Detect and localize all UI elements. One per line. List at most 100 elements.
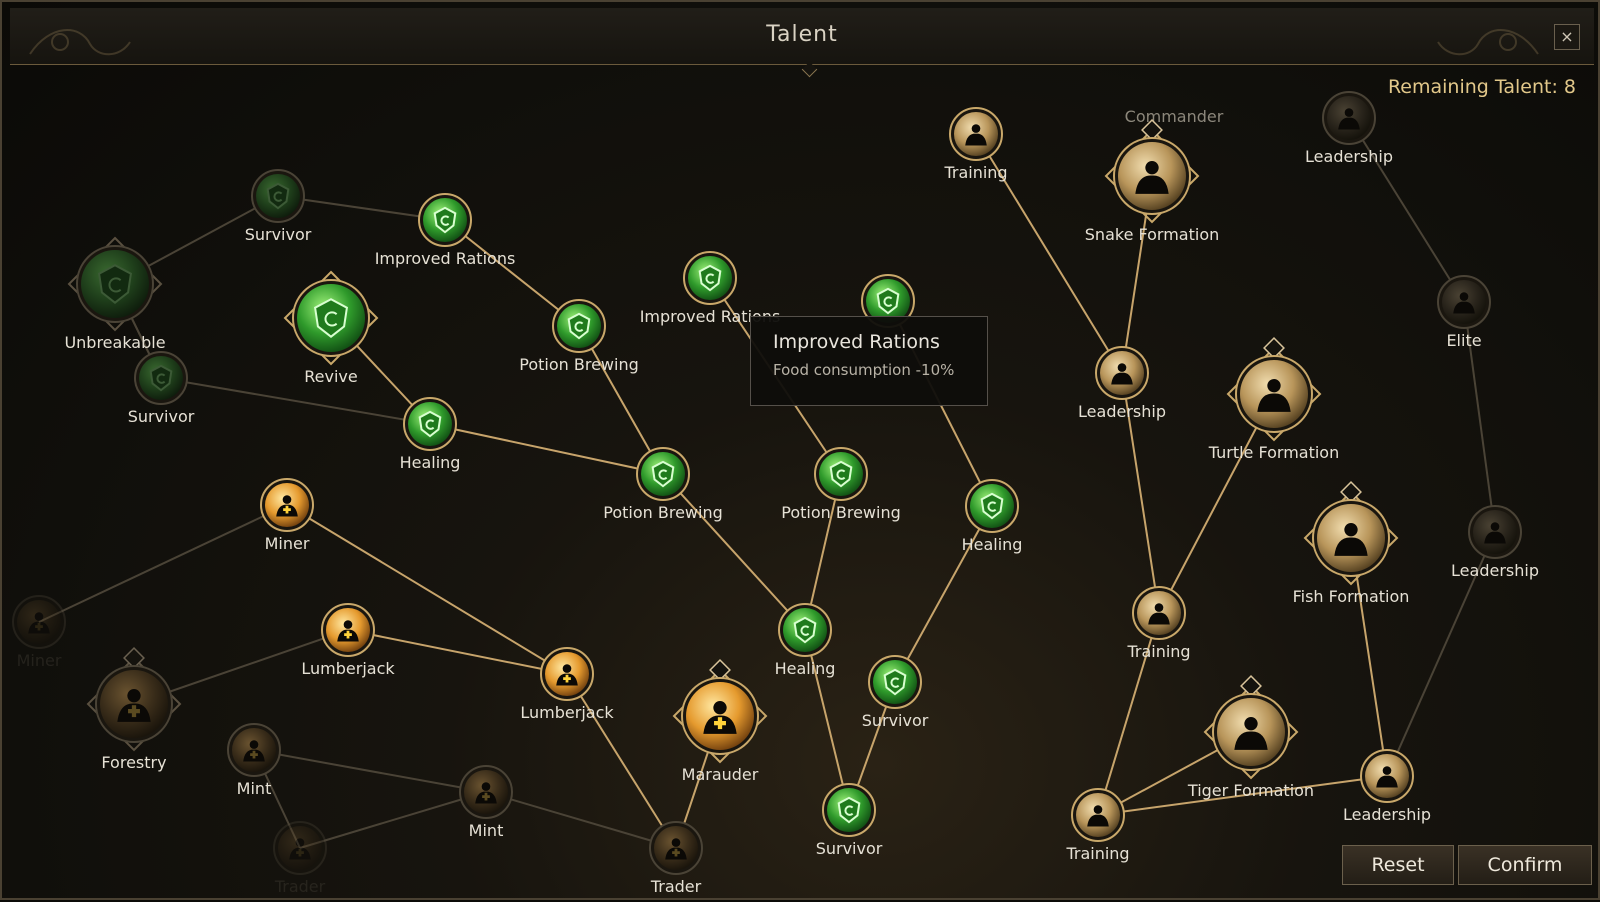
talent-node-leadership-3[interactable]: Leadership — [1451, 505, 1539, 580]
tooltip-title: Improved Rations — [773, 331, 940, 353]
talent-node-leadership-4[interactable]: Leadership — [1343, 749, 1431, 824]
shield-icon — [837, 796, 861, 824]
soldier-icon — [1234, 731, 1268, 750]
node-marker — [123, 647, 145, 669]
talent-node-mint-2[interactable]: Mint — [459, 765, 513, 840]
talent-node-survivor-4[interactable]: Survivor — [816, 783, 883, 858]
talent-label: Mint — [237, 779, 272, 798]
talent-label: Healing — [962, 535, 1023, 554]
talent-link — [444, 219, 580, 327]
remaining-talent-label: Remaining Talent: — [1387, 76, 1558, 98]
talent-link — [578, 325, 664, 475]
talent-node-training-2[interactable]: Training — [1126, 586, 1191, 661]
remaining-talent: Remaining Talent: 8 — [1388, 76, 1576, 98]
close-button[interactable]: × — [1554, 24, 1580, 50]
talent-label: Survivor — [245, 225, 312, 244]
talent-label: Revive — [304, 367, 357, 386]
talent-node-miner-1[interactable]: Miner — [260, 478, 314, 553]
shield-icon — [793, 616, 817, 644]
talent-node-elite[interactable]: Elite — [1437, 275, 1491, 350]
talent-node-snake-formation[interactable]: Snake Formation — [1085, 119, 1219, 244]
confirm-button[interactable]: Confirm — [1458, 845, 1592, 885]
node-marker — [1340, 481, 1362, 503]
reset-button[interactable]: Reset — [1342, 845, 1454, 885]
ornament-left-icon — [29, 29, 131, 56]
soldier-icon — [1338, 117, 1360, 130]
talent-node-improved-rations-3[interactable] — [861, 274, 915, 328]
talent-link — [662, 473, 806, 631]
talent-node-marauder[interactable]: Marauder — [672, 659, 768, 784]
talent-node-trader-2[interactable]: Trader — [649, 821, 703, 896]
talent-label: Elite — [1446, 331, 1481, 350]
talent-link — [286, 504, 568, 675]
talent-node-improved-rations-2[interactable]: Improved Rations — [640, 251, 781, 326]
talent-label: Survivor — [816, 839, 883, 858]
talent-node-improved-rations-1[interactable]: Improved Rations — [375, 193, 516, 268]
talent-node-revive[interactable]: Revive — [283, 270, 379, 386]
talent-label: Training — [943, 163, 1007, 182]
talent-node-lumberjack-1[interactable]: Lumberjack — [301, 603, 395, 678]
talent-link — [1097, 775, 1388, 816]
talent-node-leadership-1[interactable]: Leadership — [1305, 91, 1393, 166]
talent-node-trader-1[interactable]: Trader — [273, 821, 327, 896]
talent-node-healing-1[interactable]: Healing — [400, 397, 461, 472]
shield-icon — [651, 460, 675, 488]
talent-link — [347, 629, 568, 675]
talent-node-forestry[interactable]: Forestry — [86, 647, 182, 772]
talent-link — [429, 423, 664, 475]
talent-label: Marauder — [682, 765, 759, 784]
talent-label: Survivor — [862, 711, 929, 730]
talent-node-leadership-2[interactable]: Leadership — [1078, 346, 1166, 421]
node-marker — [1263, 337, 1285, 359]
talent-node-lumberjack-2[interactable]: Lumberjack — [520, 647, 614, 722]
talent-label: Healing — [775, 659, 836, 678]
talent-label: Improved Rations — [640, 307, 781, 326]
window-title: Talent — [766, 22, 838, 47]
shield-icon — [98, 264, 132, 304]
talent-tooltip: Improved Rations Food consumption -10% — [750, 316, 988, 406]
talent-label: Leadership — [1343, 805, 1431, 824]
talent-node-survivor-3[interactable]: Survivor — [862, 655, 929, 730]
talent-label: Survivor — [128, 407, 195, 426]
shield-icon — [876, 287, 900, 315]
talent-node-healing-2[interactable]: Healing — [962, 479, 1023, 554]
talent-label: Trader — [650, 877, 702, 896]
talent-node-healing-3[interactable]: Healing — [775, 603, 836, 678]
soldier-icon — [1087, 814, 1109, 827]
talent-node-potion-brewing-3[interactable]: Potion Brewing — [781, 447, 901, 522]
talent-node-unbreakable[interactable]: Unbreakable — [64, 236, 166, 352]
talent-label: Leadership — [1305, 147, 1393, 166]
talent-node-potion-brewing-2[interactable]: Potion Brewing — [603, 447, 723, 522]
talent-node-turtle-formation[interactable]: Turtle Formation — [1208, 337, 1339, 462]
talent-node-survivor-1[interactable]: Survivor — [245, 169, 312, 244]
node-orb — [278, 826, 322, 870]
talent-link — [894, 505, 993, 683]
talent-node-miner-2[interactable]: Miner — [12, 595, 66, 670]
talent-link — [38, 504, 288, 623]
talent-node-fish-formation[interactable]: Fish Formation — [1293, 481, 1410, 606]
talent-node-training-1[interactable]: Training — [943, 107, 1008, 182]
talent-label: Miner — [265, 534, 310, 553]
talent-link — [975, 133, 1123, 374]
talent-label: Potion Brewing — [781, 503, 900, 522]
shield-icon — [433, 206, 457, 234]
talent-node-tiger-formation[interactable]: Tiger Formation — [1187, 675, 1314, 800]
talent-link — [1158, 393, 1275, 614]
talent-node-mint-1[interactable]: Mint — [227, 723, 281, 798]
soldier-icon — [965, 133, 987, 146]
talent-link — [804, 629, 850, 811]
soldier-icon — [1334, 537, 1368, 556]
talent-label: Snake Formation — [1085, 225, 1219, 244]
talent-label: Trader — [274, 877, 326, 896]
talent-label: Potion Brewing — [519, 355, 638, 374]
talent-link — [1348, 117, 1465, 303]
talent-node-survivor-2[interactable]: Survivor — [128, 351, 195, 426]
talent-label: Mint — [469, 821, 504, 840]
talent-link — [1463, 301, 1496, 533]
talent-node-training-3[interactable]: Training — [1065, 788, 1130, 863]
talent-link — [1386, 531, 1496, 777]
talent-link — [1121, 372, 1160, 614]
talent-node-potion-brewing-1[interactable]: Potion Brewing — [519, 299, 639, 374]
